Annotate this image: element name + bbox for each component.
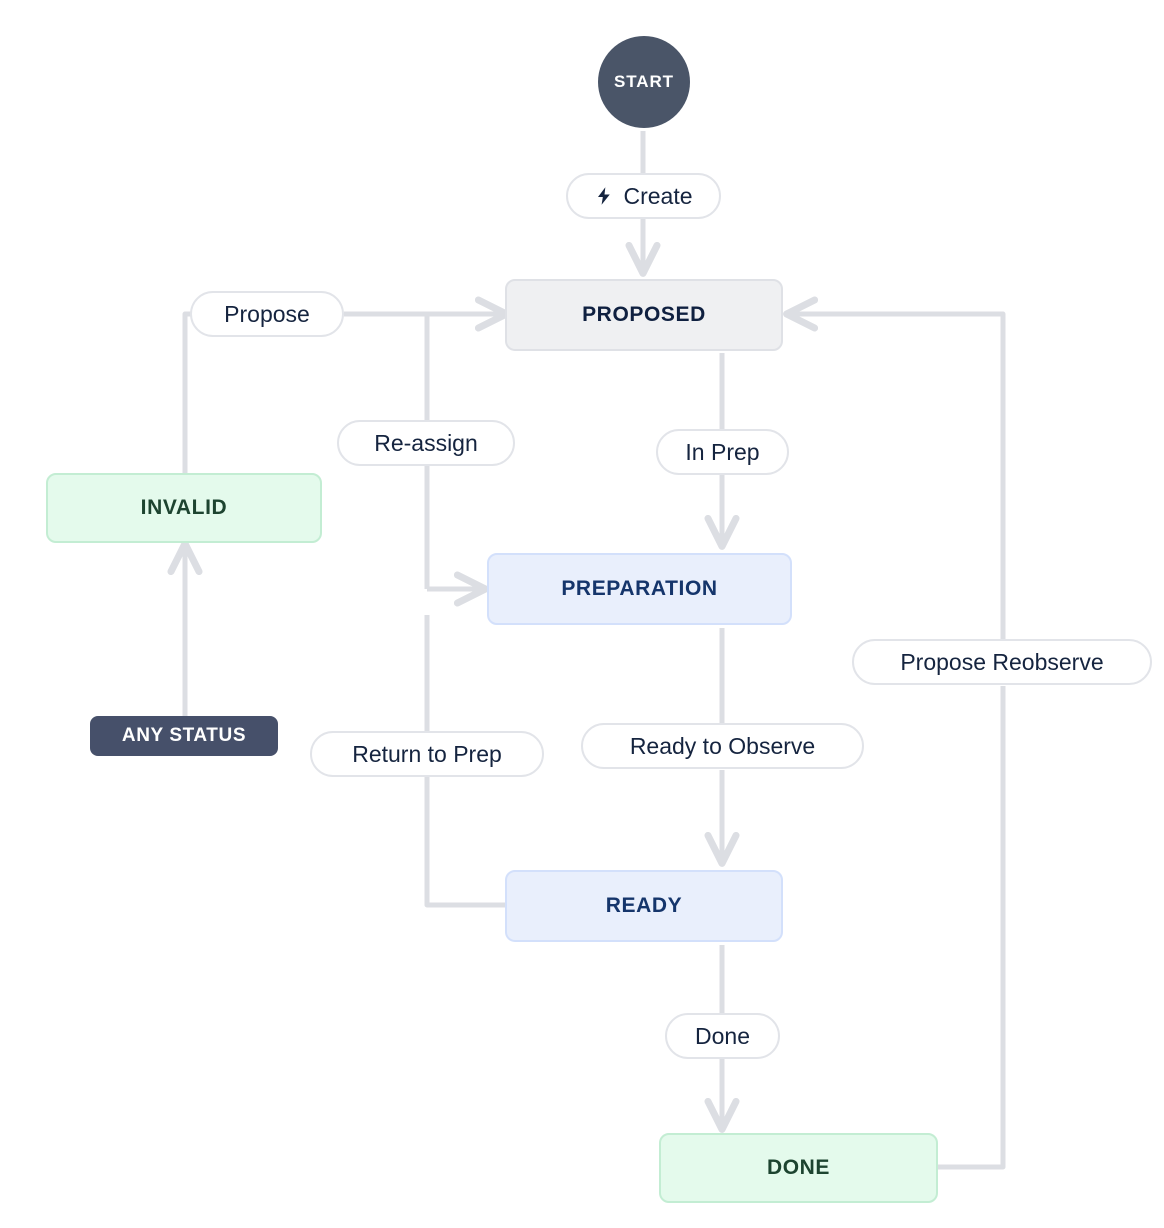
node-ready[interactable]: READY <box>505 870 783 942</box>
node-done[interactable]: DONE <box>659 1133 938 1203</box>
node-ready-label: READY <box>605 894 683 917</box>
transition-label-create[interactable]: Create <box>566 173 721 219</box>
transition-label-re-assign-text: Re-assign <box>374 429 478 456</box>
node-proposed[interactable]: PROPOSED <box>505 279 783 351</box>
node-proposed-label: PROPOSED <box>582 303 706 326</box>
transition-label-in-prep-text: In Prep <box>685 438 760 465</box>
node-preparation[interactable]: PREPARATION <box>487 553 792 625</box>
transition-label-create-text: Create <box>623 182 693 209</box>
badge-any-status-label: ANY STATUS <box>121 725 247 746</box>
transition-label-propose-text: Propose <box>224 300 310 327</box>
transition-label-propose-reobserve-text: Propose Reobserve <box>900 648 1104 675</box>
transition-label-ready-to-observe-text: Ready to Observe <box>629 732 816 759</box>
node-invalid[interactable]: INVALID <box>46 473 322 543</box>
transition-label-propose[interactable]: Propose <box>190 291 344 337</box>
transition-label-re-assign[interactable]: Re-assign <box>337 420 515 466</box>
node-preparation-label: PREPARATION <box>561 577 718 600</box>
node-invalid-label: INVALID <box>140 496 228 519</box>
transition-label-return-to-prep[interactable]: Return to Prep <box>310 731 544 777</box>
transition-label-return-to-prep-text: Return to Prep <box>352 740 502 767</box>
node-done-label: DONE <box>766 1156 831 1179</box>
transition-label-ready-to-observe[interactable]: Ready to Observe <box>581 723 864 769</box>
transition-label-propose-reobserve[interactable]: Propose Reobserve <box>852 639 1152 685</box>
transition-label-done[interactable]: Done <box>665 1013 780 1059</box>
transition-label-done-text: Done <box>695 1022 750 1049</box>
lightning-bolt-icon <box>594 184 614 208</box>
badge-any-status[interactable]: ANY STATUS <box>90 716 278 756</box>
transition-label-in-prep[interactable]: In Prep <box>656 429 789 475</box>
node-start[interactable]: START <box>598 36 690 128</box>
node-start-label: START <box>614 72 674 91</box>
